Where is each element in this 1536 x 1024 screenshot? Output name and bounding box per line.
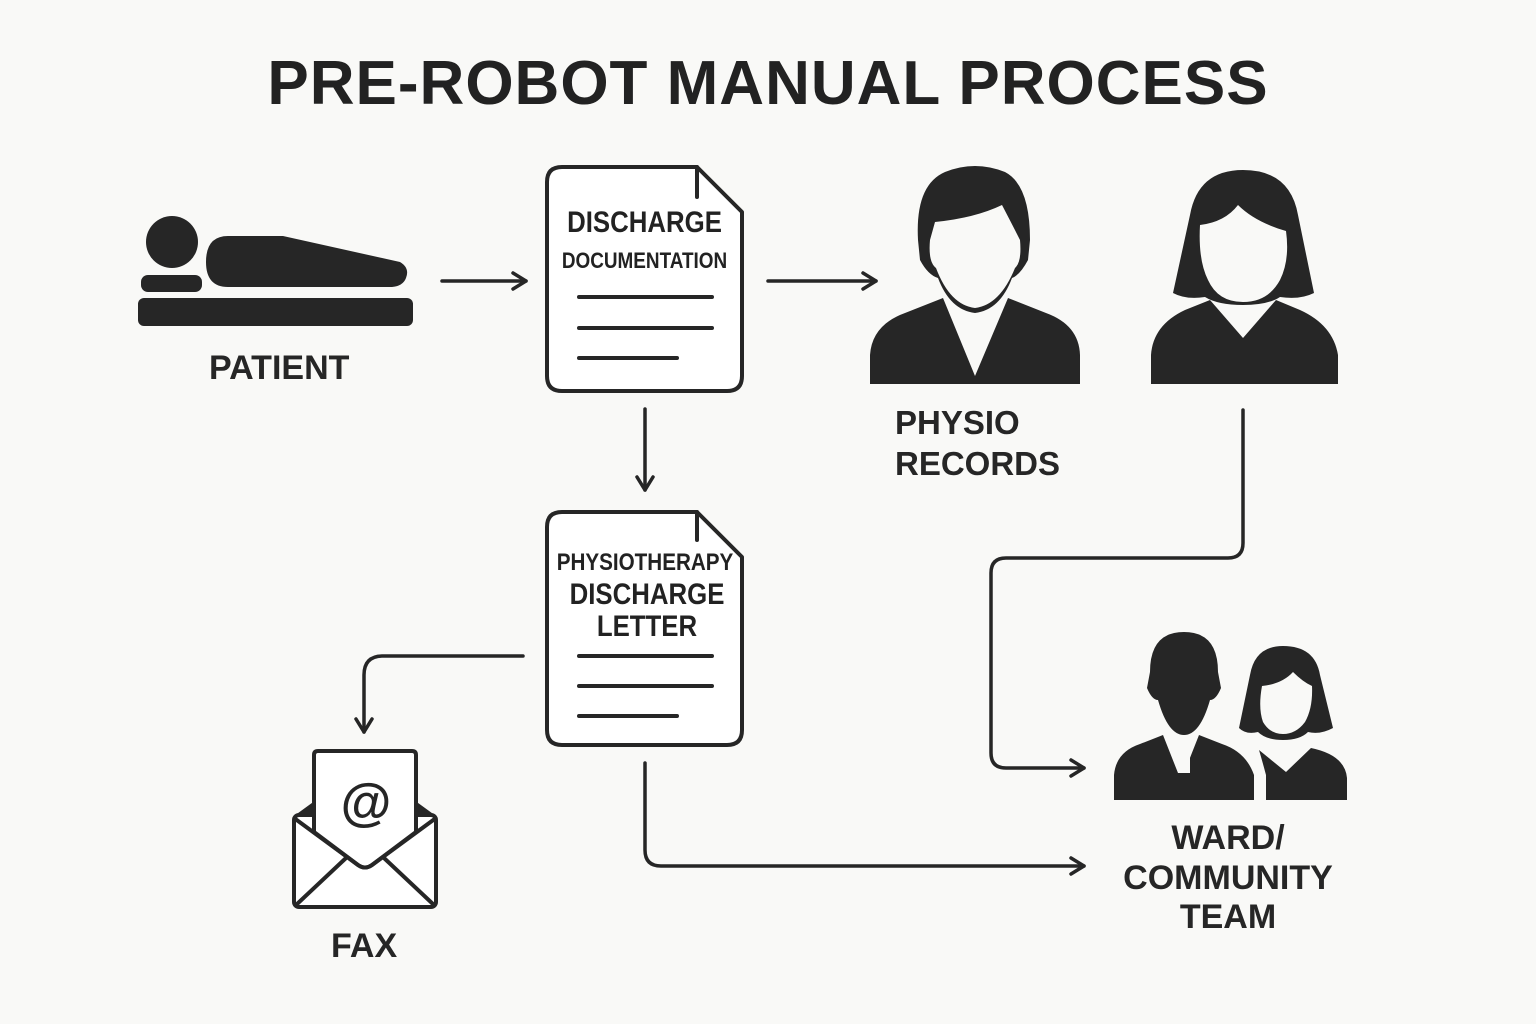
- team-female-face: [1260, 672, 1313, 734]
- patient-bed-icon: [138, 216, 413, 326]
- envelope-at-icon: @: [292, 749, 438, 909]
- ward-team-label-line3: TEAM: [1179, 898, 1277, 936]
- team-icon: [1114, 632, 1347, 800]
- physio-records-label-line2: RECORDS: [895, 445, 1061, 482]
- discharge-documentation-lines: [577, 295, 714, 360]
- ward-team-label-line2: COMMUNITY: [1123, 859, 1333, 897]
- physio-letter-line1: PHYSIOTHERAPY: [556, 549, 734, 576]
- arrow-letter-to-fax: [354, 654, 525, 734]
- diagram-title: PRE-ROBOT MANUAL PROCESS: [267, 49, 1269, 118]
- physio-letter-lines: [577, 654, 714, 718]
- fax-label: FAX: [331, 927, 398, 965]
- arrow-female-staff-to-team: [989, 408, 1245, 778]
- physio-records-label-line1: PHYSIO: [895, 404, 1020, 441]
- at-glyph: @: [341, 774, 392, 832]
- physio-letter-line3: LETTER: [596, 610, 698, 643]
- ward-team-label-line1: WARD/: [1171, 819, 1285, 857]
- arrow-letter-to-team: [643, 761, 1086, 876]
- patient-label: PATIENT: [209, 349, 350, 387]
- physio-letter-line2: DISCHARGE: [569, 578, 725, 611]
- female-face: [1199, 205, 1288, 302]
- male-face: [929, 205, 1021, 308]
- discharge-doc-title: DISCHARGE: [567, 206, 722, 239]
- discharge-documentation-icon: [545, 165, 744, 393]
- discharge-doc-subtitle: DOCUMENTATION: [561, 248, 728, 273]
